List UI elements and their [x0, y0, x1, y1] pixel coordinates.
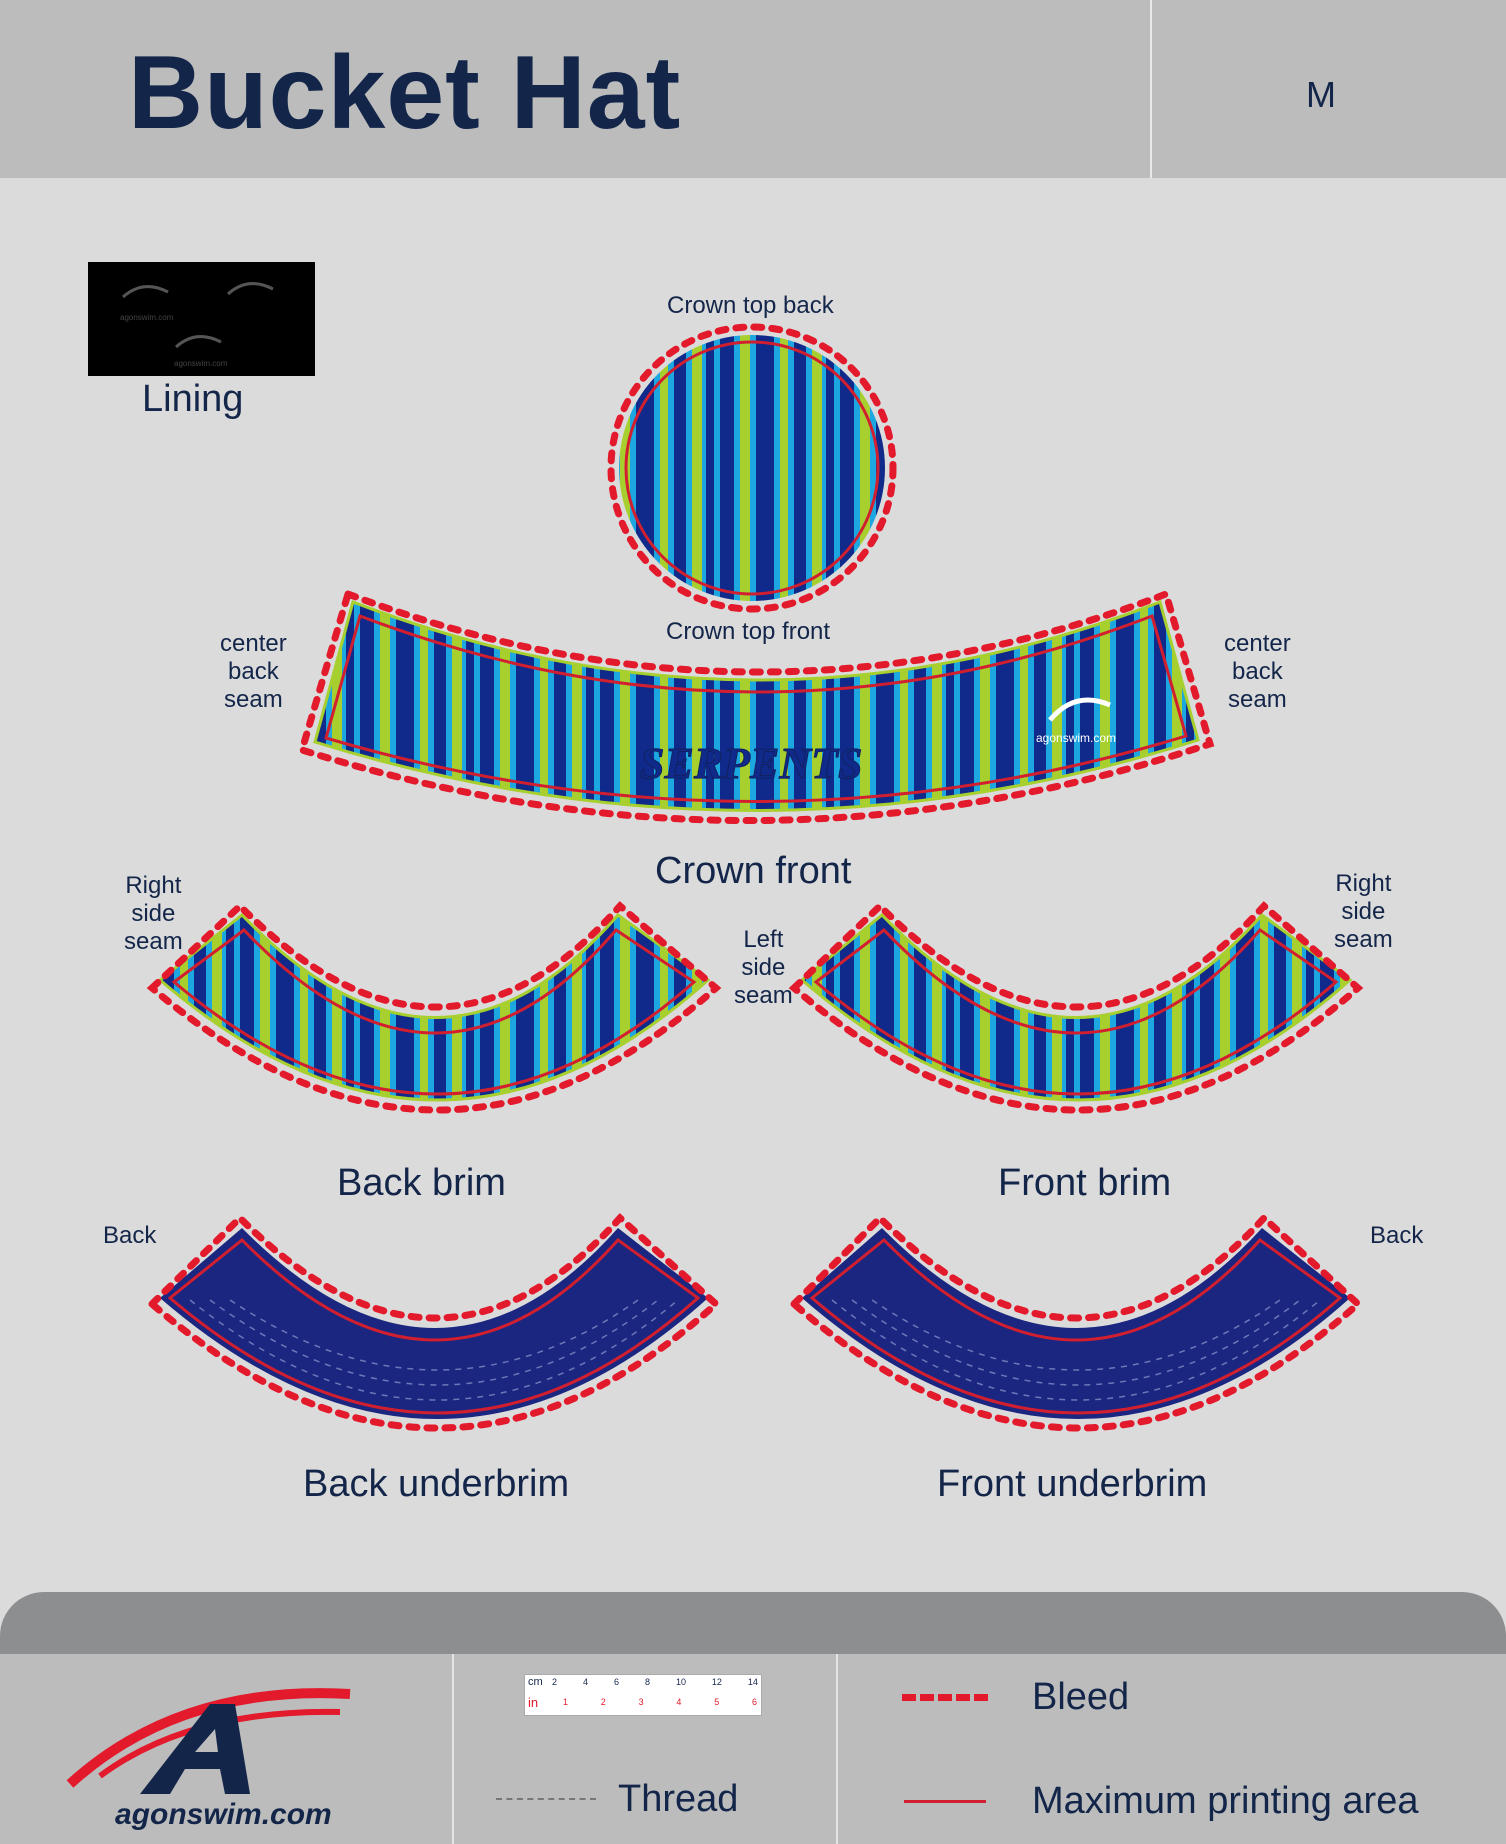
pattern-pieces: SERPENTS agonswim.com	[146, 323, 1364, 1432]
ruler-cm-label: cm	[528, 1676, 543, 1688]
lining-watermark-1: agonswim.com	[120, 313, 174, 322]
thread-line-swatch	[496, 1798, 596, 1800]
back-label-right: Back	[1370, 1222, 1424, 1249]
logo-text: agonswim.com	[115, 1798, 332, 1831]
back-brim-piece	[146, 901, 722, 1114]
header: Bucket Hat M	[0, 0, 1506, 178]
crown-top-back-label: Crown top back	[667, 292, 834, 319]
footer-bar	[0, 1592, 1506, 1654]
max-print-legend-label: Maximum printing area	[1032, 1780, 1419, 1822]
crown-top-back-piece	[607, 323, 897, 613]
serpents-wordmark: SERPENTS	[640, 739, 863, 788]
bleed-line-swatch	[902, 1694, 988, 1701]
crown-top-front-label: Crown top front	[666, 618, 831, 645]
crown-brand-mark: agonswim.com	[1036, 731, 1116, 745]
front-brim-piece	[788, 901, 1364, 1114]
footer-divider-1	[452, 1654, 454, 1844]
lining-label: Lining	[142, 378, 244, 420]
size-label: M	[1306, 74, 1336, 115]
crown-front-label: Crown front	[655, 850, 852, 892]
agonswim-logo: agonswim.com	[60, 1664, 380, 1834]
back-underbrim-label: Back underbrim	[303, 1463, 570, 1505]
front-underbrim-label: Front underbrim	[937, 1463, 1208, 1505]
footer-divider-2	[836, 1654, 838, 1844]
back-label-left: Back	[103, 1222, 157, 1249]
ruler-in-label: in	[528, 1695, 539, 1710]
front-brim-label: Front brim	[998, 1162, 1172, 1204]
front-underbrim-piece	[788, 1213, 1364, 1432]
header-divider	[1150, 0, 1152, 178]
lining-watermark-2: agonswim.com	[174, 359, 228, 368]
max-print-line-swatch	[904, 1800, 986, 1803]
crown-front-piece: SERPENTS agonswim.com	[297, 589, 1215, 825]
lining-swatch: agonswim.com agonswim.com	[88, 262, 315, 376]
bleed-legend-label: Bleed	[1032, 1676, 1130, 1718]
page-title: Bucket Hat	[128, 35, 682, 151]
back-underbrim-piece	[146, 1213, 722, 1432]
thread-legend-label: Thread	[618, 1778, 739, 1820]
back-brim-label: Back brim	[337, 1162, 506, 1204]
